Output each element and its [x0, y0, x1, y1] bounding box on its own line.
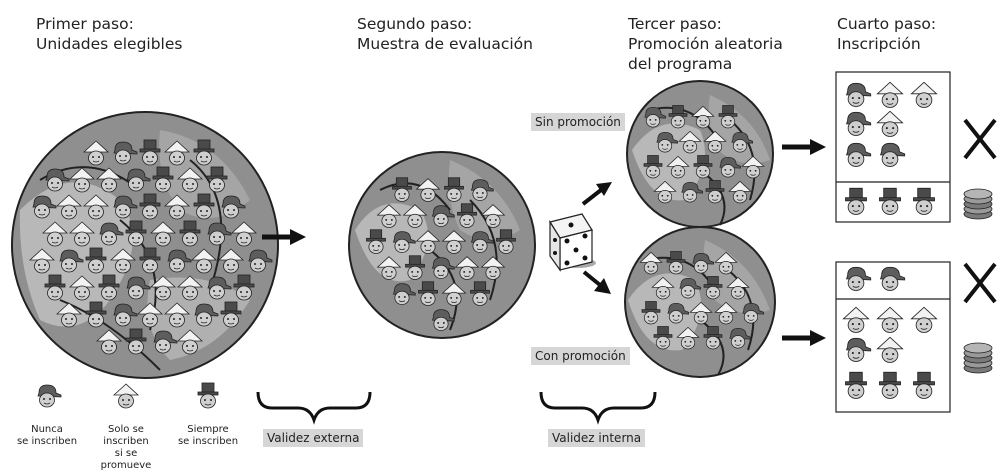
brace-icon-externa — [256, 391, 372, 425]
step-2-heading: Segundo paso: Muestra de evaluación — [357, 14, 533, 54]
step-3-line2: Promoción aleatoria — [628, 35, 783, 53]
legend-solo-line1: Solo se inscriben — [103, 424, 149, 447]
legend-siempre-icon — [197, 382, 219, 409]
step-4-line2: Inscripción — [837, 35, 921, 53]
legend-nunca-line1: Nunca — [31, 424, 63, 435]
step-3-line3: del programa — [628, 55, 733, 73]
legend-solo-line2: si se promueve — [100, 448, 152, 471]
arrow-to-no-promotion — [581, 182, 612, 206]
legend-siempre-line1: Siempre — [187, 424, 229, 435]
arrow-to-enrollment-top — [782, 139, 826, 155]
legend-nunca-line2: se inscriben — [16, 436, 78, 447]
no-promotion-globe — [626, 80, 774, 228]
enrollment-box-promotion — [835, 261, 951, 413]
legend-solo-icon — [113, 383, 139, 409]
legend-nunca-icon — [37, 384, 62, 408]
arrow-to-promotion — [582, 270, 611, 294]
step-1-line1: Primer paso: — [36, 15, 134, 33]
validez-interna-label: Validez interna — [548, 429, 646, 447]
step-3-line1: Tercer paso: — [628, 15, 722, 33]
step-2-line1: Segundo paso: — [357, 15, 473, 33]
legend-nunca-label: Nunca se inscriben — [15, 424, 79, 448]
step-4-heading: Cuarto paso: Inscripción — [837, 14, 936, 54]
arrow-to-enrollment-bottom — [782, 330, 826, 346]
enrollment-box-no-promotion — [835, 71, 951, 223]
promotion-globe — [624, 226, 776, 378]
legend-siempre-label: Siempre se inscriben — [176, 424, 240, 448]
cross-icon-top — [963, 118, 997, 160]
step-2-line2: Muestra de evaluación — [357, 35, 533, 53]
arrow-step1-to-step2 — [262, 229, 306, 245]
con-promocion-label: Con promoción — [531, 347, 630, 365]
step-3-heading: Tercer paso: Promoción aleatoria del pro… — [628, 14, 783, 74]
evaluation-sample-globe — [348, 151, 536, 339]
brace-icon-interna — [539, 391, 657, 425]
cross-icon-bottom — [963, 262, 997, 304]
diagram-canvas — [11, 71, 997, 425]
step-4-line1: Cuarto paso: — [837, 15, 937, 33]
dice-icon — [549, 213, 596, 272]
legend-siempre-line2: se inscriben — [177, 436, 239, 447]
step-1-line2: Unidades elegibles — [36, 35, 183, 53]
coins-icon-top — [963, 188, 993, 220]
validez-externa-label: Validez externa — [263, 429, 364, 447]
sin-promocion-label: Sin promoción — [531, 113, 625, 131]
step-1-heading: Primer paso: Unidades elegibles — [36, 14, 182, 54]
coins-icon-bottom — [963, 342, 993, 374]
eligible-units-globe — [11, 111, 279, 379]
